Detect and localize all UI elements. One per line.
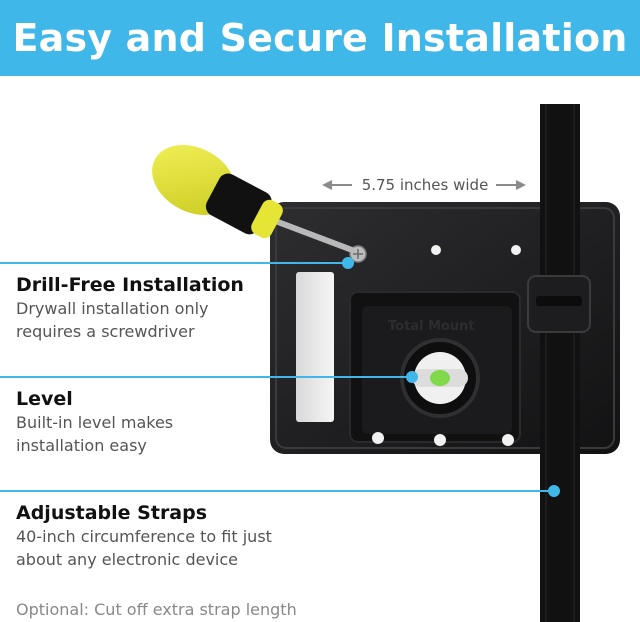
feature-description-line: installation easy — [16, 436, 147, 455]
feature-title: Drill-Free Installation — [16, 274, 244, 296]
screwdriver — [152, 144, 355, 253]
header-banner: Easy and Secure Installation — [0, 0, 640, 76]
width-dimension-arrows — [322, 180, 526, 190]
callout-lines — [0, 257, 560, 497]
feature-description-line: Built-in level makes — [16, 413, 174, 432]
feature-description: 40-inch circumference to fit just about … — [16, 525, 286, 571]
adjustable-strap — [527, 104, 591, 622]
feature-description-line: 40-inch circumference to fit just — [16, 527, 272, 546]
feature-drill-free: Drill-Free Installation Drywall installa… — [16, 273, 286, 343]
feature-adjustable-straps: Adjustable Straps 40-inch circumference … — [16, 501, 286, 571]
optional-note: Optional: Cut off extra strap length — [16, 600, 297, 619]
feature-description-line: about any electronic device — [16, 550, 238, 569]
feature-description: Built-in level makes installation easy — [16, 411, 286, 457]
page-title: Easy and Secure Installation — [12, 16, 628, 60]
feature-description-line: requires a screwdriver — [16, 322, 195, 341]
feature-level: Level Built-in level makes installation … — [16, 387, 286, 457]
level-bubble — [430, 370, 450, 386]
feature-description-line: Drywall installation only — [16, 299, 209, 318]
svg-text:Total Mount: Total Mount — [388, 319, 475, 334]
mount-plate: Total Mount — [270, 202, 620, 454]
width-dimension-label: 5.75 inches wide — [361, 176, 489, 194]
screw-holes — [372, 245, 521, 446]
product-illustration: Total Mount — [0, 104, 620, 622]
strap-slot — [296, 272, 334, 422]
feature-title: Adjustable Straps — [16, 502, 208, 524]
feature-description: Drywall installation only requires a scr… — [16, 297, 286, 343]
feature-title: Level — [16, 388, 73, 410]
